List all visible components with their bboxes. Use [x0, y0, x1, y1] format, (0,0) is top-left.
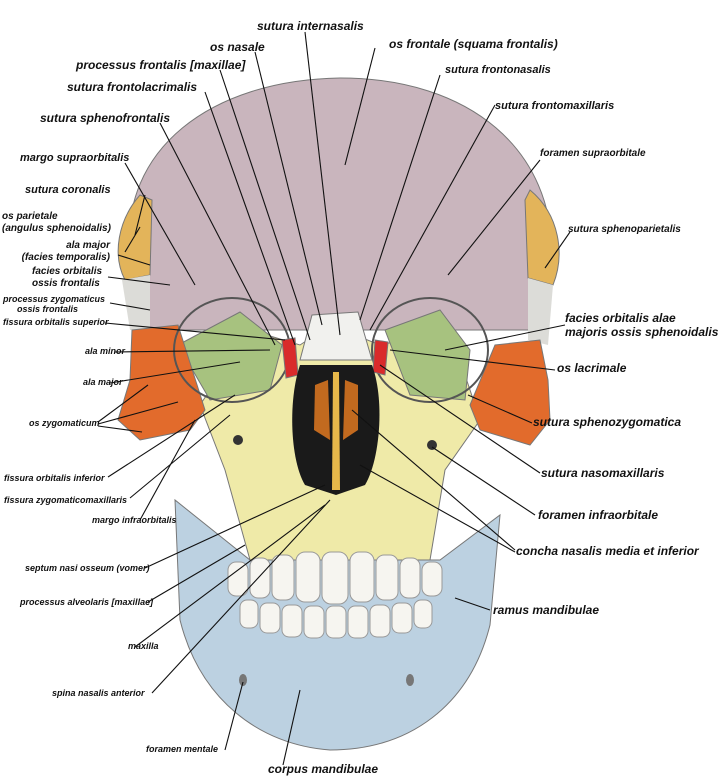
label-processus-zygomaticus: processus zygomaticus ossis frontalis	[3, 294, 105, 315]
foramen-infraorbitale-right	[427, 440, 437, 450]
nasal-bone	[299, 311, 373, 361]
label-margo-infraorbitalis: margo infraorbitalis	[92, 515, 177, 525]
label-ala-major: ala major	[83, 377, 123, 387]
label-ala-major-temporalis: ala major (facies temporalis)	[16, 240, 110, 263]
foramen-infraorbitale-left	[233, 435, 243, 445]
foramen-mentale-left	[239, 674, 247, 686]
concha-left	[314, 380, 330, 440]
label-concha-nasalis: concha nasalis media et inferior	[516, 544, 699, 558]
label-facies-orbitalis-alae-line2: majoris ossis sphenoidalis	[565, 324, 719, 339]
label-os-frontale: os frontale (squama frontalis)	[389, 37, 558, 51]
label-sutura-sphenoparietalis: sutura sphenoparietalis	[568, 224, 681, 235]
label-ala-major-temp-line1: ala major	[66, 240, 110, 251]
parietal-left	[117, 194, 153, 281]
parietal-right	[524, 189, 560, 286]
label-ala-major-temp-line2: (facies temporalis)	[21, 251, 110, 263]
label-septum-nasi: septum nasi osseum (vomer)	[25, 563, 150, 573]
label-sutura-internasalis: sutura internasalis	[257, 19, 364, 33]
concha-right	[343, 380, 358, 440]
zygomatic-left	[117, 324, 206, 441]
label-facies-orbitalis-line2: ossis frontalis	[32, 277, 100, 289]
label-os-parietale-line2: (angulus sphenoidalis)	[2, 222, 111, 234]
label-foramen-infraorbitale: foramen infraorbitale	[538, 508, 659, 522]
label-sutura-coronalis: sutura coronalis	[25, 184, 111, 196]
label-fissura-orbitalis-superior: fissura orbitalis superior	[3, 317, 109, 327]
label-foramen-mentale: foramen mentale	[146, 744, 219, 754]
label-sutura-nasomaxillaris: sutura nasomaxillaris	[541, 466, 665, 480]
label-sutura-sphenofrontalis: sutura sphenofrontalis	[40, 111, 171, 125]
label-maxilla: maxilla	[128, 641, 159, 651]
foramen-mentale-right	[406, 674, 414, 686]
label-foramen-supraorbitale: foramen supraorbitale	[540, 148, 646, 159]
label-sutura-sphenozygomatica: sutura sphenozygomatica	[533, 415, 682, 429]
temporal-left	[122, 275, 150, 330]
lacrimal-right	[372, 339, 389, 376]
label-os-nasale: os nasale	[210, 40, 265, 54]
label-processus-alveolaris: processus alveolaris [maxillae]	[20, 597, 154, 607]
orbit-right	[371, 297, 489, 403]
label-os-zygomaticum: os zygomaticum	[29, 418, 100, 428]
label-fissura-orbitalis-inferior: fissura orbitalis inferior	[4, 473, 105, 483]
label-ramus-mandibulae: ramus mandibulae	[493, 603, 600, 617]
label-facies-orbitalis-alae-line1: facies orbitalis alae	[565, 311, 676, 325]
temporal-right	[528, 278, 553, 345]
label-facies-orbitalis-alae: facies orbitalis alae majoris ossis sphe…	[565, 311, 719, 340]
label-facies-orbitalis-line1: facies orbitalis	[32, 266, 103, 277]
label-processus-zygomaticus-line2: ossis frontalis	[17, 304, 79, 315]
label-processus-zygomaticus-line1: processus zygomaticus	[3, 294, 106, 304]
label-margo-supraorbitalis: margo supraorbitalis	[20, 152, 130, 164]
label-os-parietale-line1: os parietale	[2, 211, 58, 222]
leader-lines	[97, 31, 571, 766]
label-corpus-mandibulae: corpus mandibulae	[268, 762, 379, 776]
label-fissura-zygomaticomaxillaris: fissura zygomaticomaxillaris	[4, 495, 128, 505]
label-sutura-frontonasalis: sutura frontonasalis	[445, 64, 551, 76]
sphenoid-left	[177, 311, 283, 401]
label-os-parietale: os parietale (angulus sphenoidalis)	[2, 211, 111, 234]
label-ala-minor: ala minor	[85, 346, 126, 356]
label-os-lacrimale: os lacrimale	[557, 361, 627, 375]
label-spina-nasalis: spina nasalis anterior	[52, 688, 145, 698]
septum	[332, 372, 340, 490]
label-sutura-frontomaxillaris: sutura frontomaxillaris	[495, 100, 615, 112]
teeth	[227, 551, 443, 639]
label-processus-frontalis: processus frontalis [maxillae]	[76, 58, 246, 72]
label-facies-orbitalis: facies orbitalis ossis frontalis	[32, 266, 102, 289]
zygomatic-right	[469, 339, 551, 446]
label-sutura-frontolacrimalis: sutura frontolacrimalis	[67, 80, 198, 94]
